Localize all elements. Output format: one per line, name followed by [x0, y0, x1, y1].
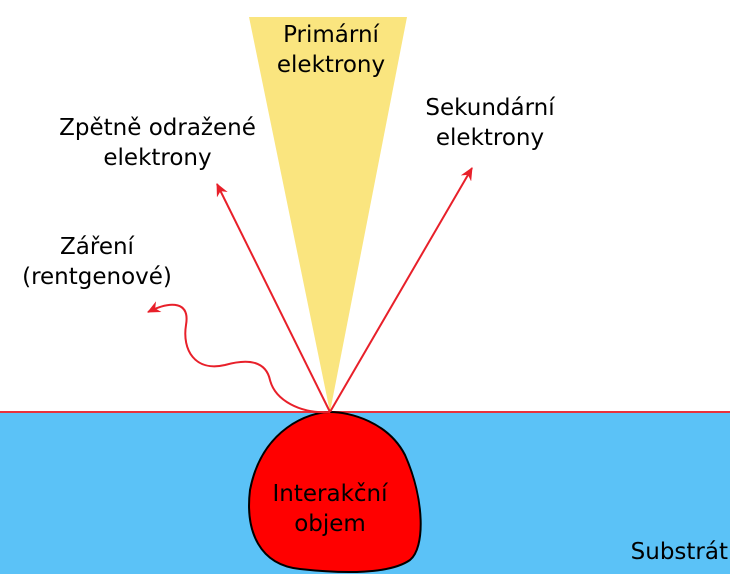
primary-electrons-label: Primární elektrony — [276, 22, 386, 78]
backscattered-arrow — [216, 183, 331, 413]
emission-arrows — [147, 167, 473, 414]
secondary-arrow — [329, 167, 473, 413]
secondary-electrons-label: Sekundární elektrony — [425, 95, 555, 151]
interaction-volume-label: Interakční objem — [272, 481, 388, 537]
xray-radiation-label: Záření (rentgenové) — [22, 234, 172, 290]
backscattered-electrons-label: Zpětně odražené elektrony — [59, 115, 256, 171]
interaction-volume — [248, 410, 422, 574]
primary-electron-beam — [249, 17, 407, 412]
substrate-label: Substrát — [630, 539, 728, 565]
xray-wavy-arrow — [147, 301, 331, 414]
